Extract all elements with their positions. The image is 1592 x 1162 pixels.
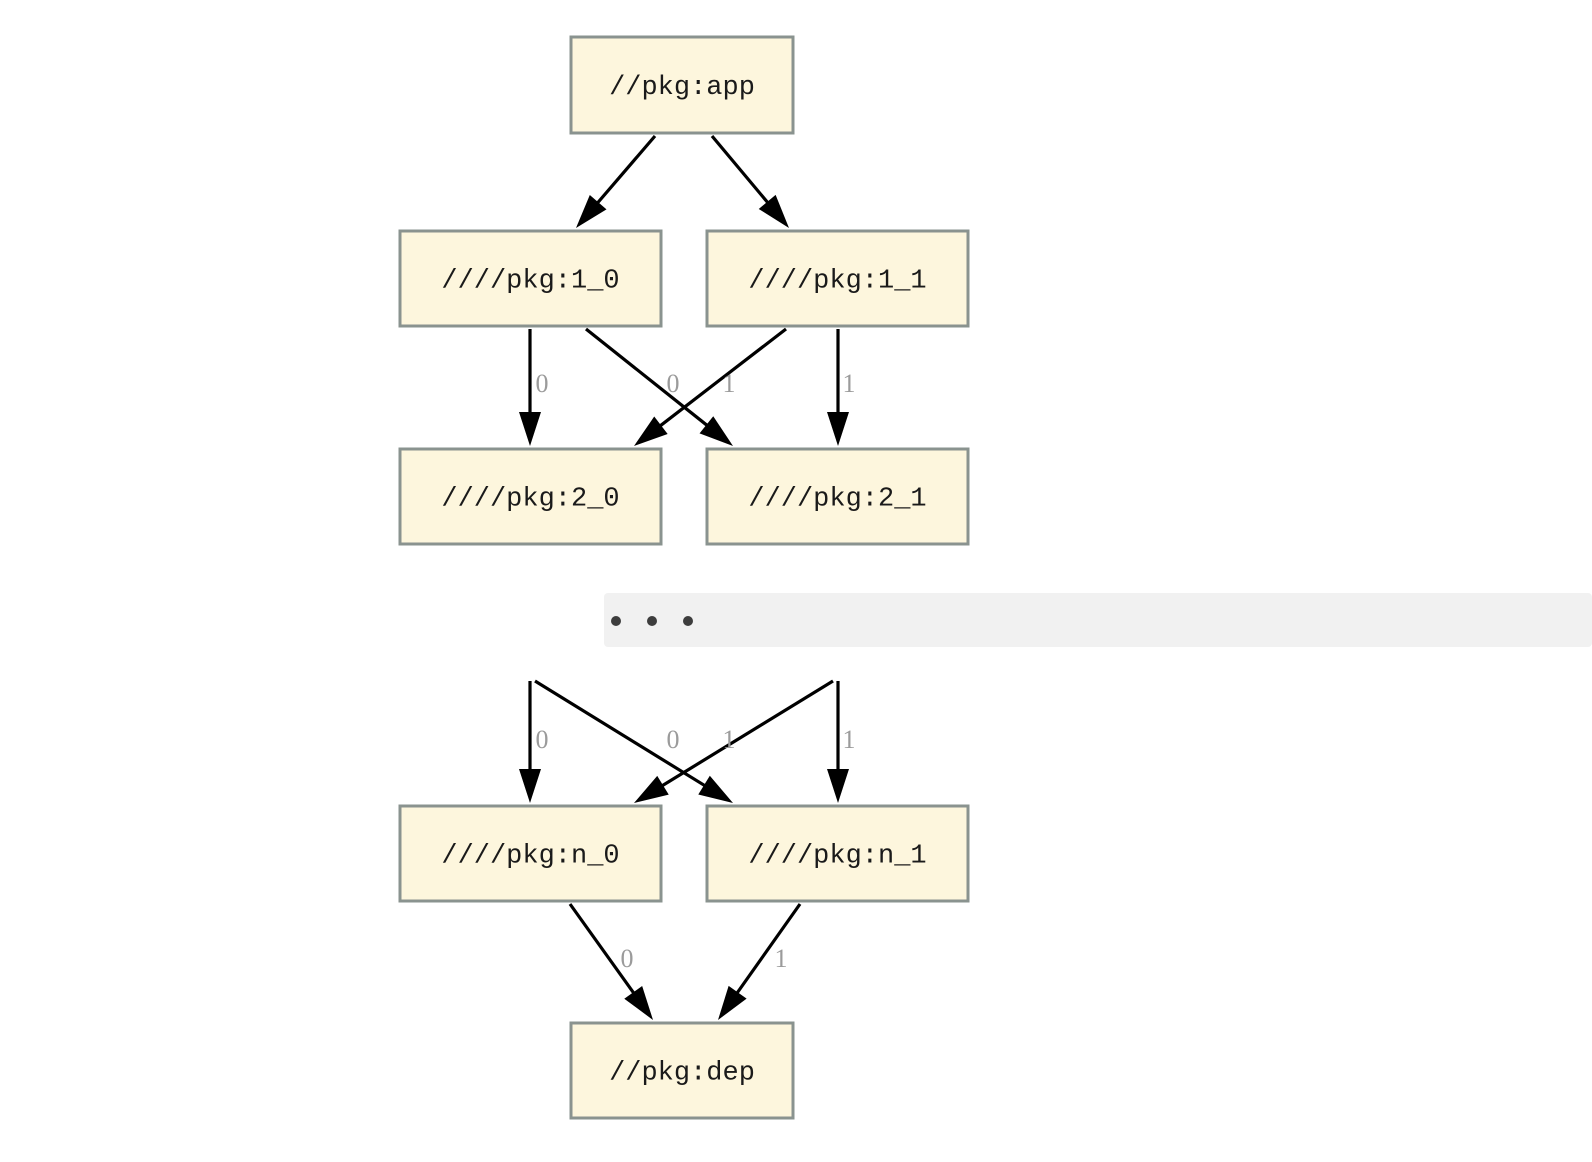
graph-edge: [519, 329, 541, 446]
edge-label: 0: [536, 369, 549, 398]
node-label: //pkg:dep: [609, 1059, 755, 1089]
edge-shaft: [710, 134, 773, 208]
edge-arrowhead: [698, 775, 733, 803]
edge-label: 0: [621, 944, 634, 973]
graph-edge: [585, 327, 733, 446]
edge-arrowhead: [758, 194, 789, 228]
node-label: ////pkg:1_1: [748, 267, 926, 297]
graph-edge: [718, 903, 802, 1020]
edges-layer: [519, 134, 849, 1020]
ellipsis-dot: [683, 616, 693, 626]
edge-shaft: [568, 903, 639, 999]
edge-label: 1: [775, 944, 788, 973]
edge-label: 1: [843, 725, 856, 754]
graph-node-n2_0[interactable]: ////pkg:2_0: [398, 447, 663, 546]
node-box[interactable]: [398, 447, 663, 546]
ellipsis-separator: [604, 593, 1592, 647]
node-box[interactable]: [705, 229, 970, 328]
graph-edge: [634, 679, 834, 803]
edge-label: 1: [723, 725, 736, 754]
graph-edge: [534, 679, 733, 803]
edge-label: 1: [843, 369, 856, 398]
nodes-layer: //pkg:app ////pkg:1_0 ////pkg:1_1 ////pkg:2…: [398, 35, 970, 1120]
edge-labels-layer: 0 0 1 1 0 0 1 1 0 1: [536, 369, 856, 973]
edge-arrowhead: [827, 412, 849, 446]
ellipsis-band: [604, 593, 1592, 647]
edge-label: 1: [723, 369, 736, 398]
graph-node-n1_1[interactable]: ////pkg:1_1: [705, 229, 970, 328]
edge-shaft: [655, 327, 787, 431]
edge-arrowhead: [576, 195, 607, 228]
node-box[interactable]: [705, 447, 970, 546]
edge-arrowhead: [519, 412, 541, 446]
graph-edge: [576, 134, 657, 228]
edge-shaft: [585, 327, 713, 430]
edge-arrowhead: [624, 985, 653, 1020]
node-label: //pkg:app: [609, 73, 755, 103]
graph-node-dep[interactable]: //pkg:dep: [569, 1021, 795, 1120]
graph-edge: [634, 327, 787, 446]
graph-edge: [710, 134, 789, 228]
graph-edge: [827, 681, 849, 803]
graph-node-n2_1[interactable]: ////pkg:2_1: [705, 447, 970, 546]
graph-edge: [519, 681, 541, 803]
edge-label: 0: [667, 369, 680, 398]
node-box[interactable]: [398, 804, 663, 903]
node-box[interactable]: [569, 1021, 795, 1120]
node-label: ////pkg:2_0: [441, 485, 619, 515]
edge-shaft: [534, 679, 711, 790]
node-box[interactable]: [398, 229, 663, 328]
node-box[interactable]: [569, 35, 795, 135]
node-label: ////pkg:2_1: [748, 485, 926, 515]
edge-arrowhead: [634, 775, 669, 803]
graph-node-nn_1[interactable]: ////pkg:n_1: [705, 804, 970, 903]
graph-edge: [827, 329, 849, 446]
ellipsis-dot: [647, 616, 657, 626]
edge-label: 0: [667, 725, 680, 754]
edge-shaft: [732, 903, 802, 999]
edge-shaft: [657, 679, 834, 790]
edge-arrowhead: [827, 769, 849, 803]
node-box[interactable]: [705, 804, 970, 903]
node-label: ////pkg:1_0: [441, 267, 619, 297]
graph-edge: [568, 903, 653, 1020]
edge-label: 0: [536, 725, 549, 754]
ellipsis-dot: [611, 616, 621, 626]
graph-node-app[interactable]: //pkg:app: [569, 35, 795, 135]
graph-node-nn_0[interactable]: ////pkg:n_0: [398, 804, 663, 903]
edge-arrowhead: [718, 985, 747, 1020]
graph-node-n1_0[interactable]: ////pkg:1_0: [398, 229, 663, 328]
edge-arrowhead: [699, 416, 733, 446]
edge-arrowhead: [519, 769, 541, 803]
node-label: ////pkg:n_0: [441, 842, 619, 872]
edge-arrowhead: [634, 416, 668, 446]
edge-shaft: [593, 134, 657, 208]
node-label: ////pkg:n_1: [748, 842, 926, 872]
